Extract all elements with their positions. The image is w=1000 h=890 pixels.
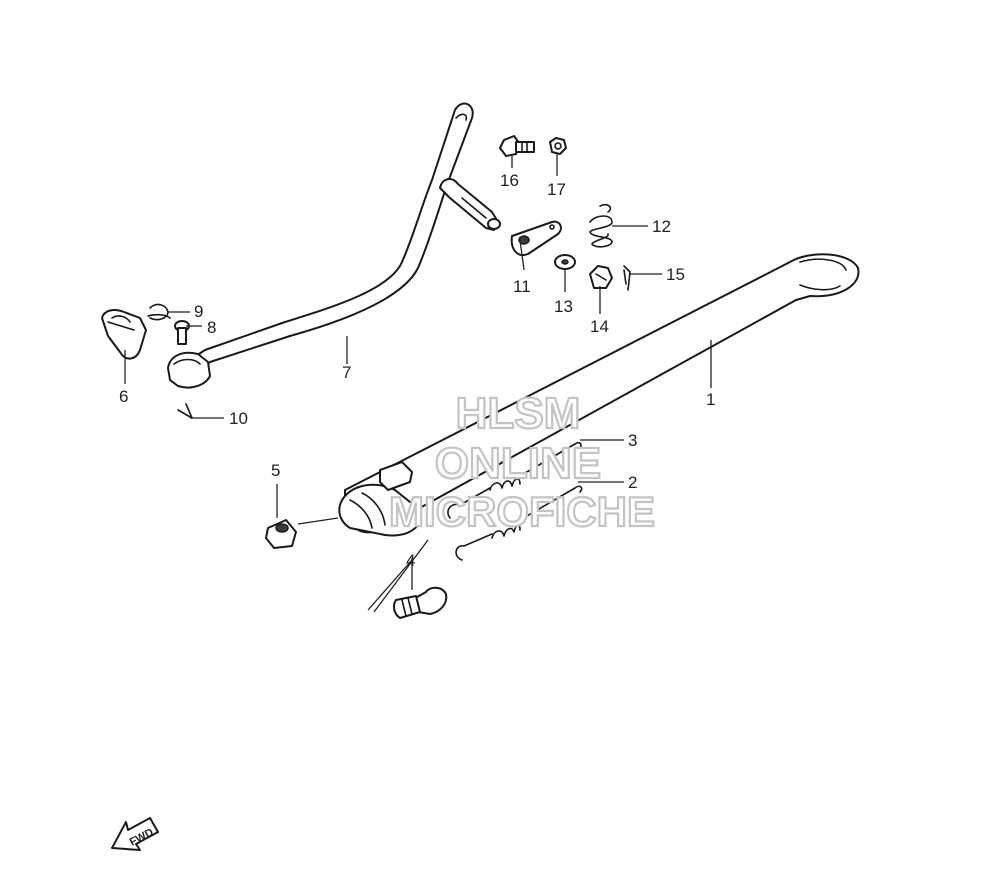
callout-9: 9: [194, 302, 203, 321]
callout-17: 17: [547, 180, 566, 199]
callout-labels: 1 2 3 4 5 6 7 8 9 10 11 12 13 14 15 16 1…: [119, 171, 715, 570]
callout-5: 5: [271, 461, 280, 480]
callout-8: 8: [207, 318, 216, 337]
part-9-clip[interactable]: [147, 303, 171, 321]
callout-10: 10: [229, 409, 248, 428]
part-10-cotter-pin[interactable]: [177, 403, 193, 419]
callout-11: 11: [513, 277, 531, 296]
part-8-pin[interactable]: [174, 320, 190, 345]
part-16-bolt[interactable]: [499, 135, 535, 157]
part-4-bolt[interactable]: [392, 586, 448, 619]
part-12-spring[interactable]: [589, 203, 613, 248]
watermark-line-1: HLSM: [456, 389, 581, 438]
watermark-line-3: MICROFICHE: [389, 488, 655, 535]
part-6-clevis[interactable]: [101, 309, 147, 360]
fwd-arrow-icon: [111, 817, 159, 851]
leader-lines: [124, 154, 712, 613]
callout-2: 2: [628, 473, 637, 492]
callout-12: 12: [652, 217, 671, 236]
part-11-plate[interactable]: [510, 220, 562, 256]
part-1-side-stand[interactable]: [338, 253, 860, 537]
callout-13: 13: [554, 297, 573, 316]
part-13-washer[interactable]: [554, 254, 576, 270]
part-5-bushing[interactable]: [265, 519, 297, 549]
callout-6: 6: [119, 387, 128, 406]
callout-14: 14: [590, 317, 609, 336]
callout-1: 1: [706, 390, 715, 409]
part-15-cotter-pin[interactable]: [623, 265, 631, 291]
callout-4: 4: [406, 551, 415, 570]
part-2-spring[interactable]: [455, 485, 583, 561]
callout-15: 15: [666, 265, 685, 284]
watermark: HLSM ONLINE MICROFICHE: [388, 388, 656, 536]
callout-7: 7: [342, 363, 351, 382]
fwd-arrow: FWD: [111, 817, 159, 851]
watermark-line-2: ONLINE: [435, 439, 601, 488]
callout-3: 3: [628, 431, 637, 450]
part-7-lever[interactable]: [167, 102, 501, 389]
part-17-nut[interactable]: [549, 137, 567, 155]
callout-16: 16: [500, 171, 519, 190]
part-14-nut[interactable]: [589, 265, 613, 289]
part-3-spring[interactable]: [447, 441, 582, 519]
